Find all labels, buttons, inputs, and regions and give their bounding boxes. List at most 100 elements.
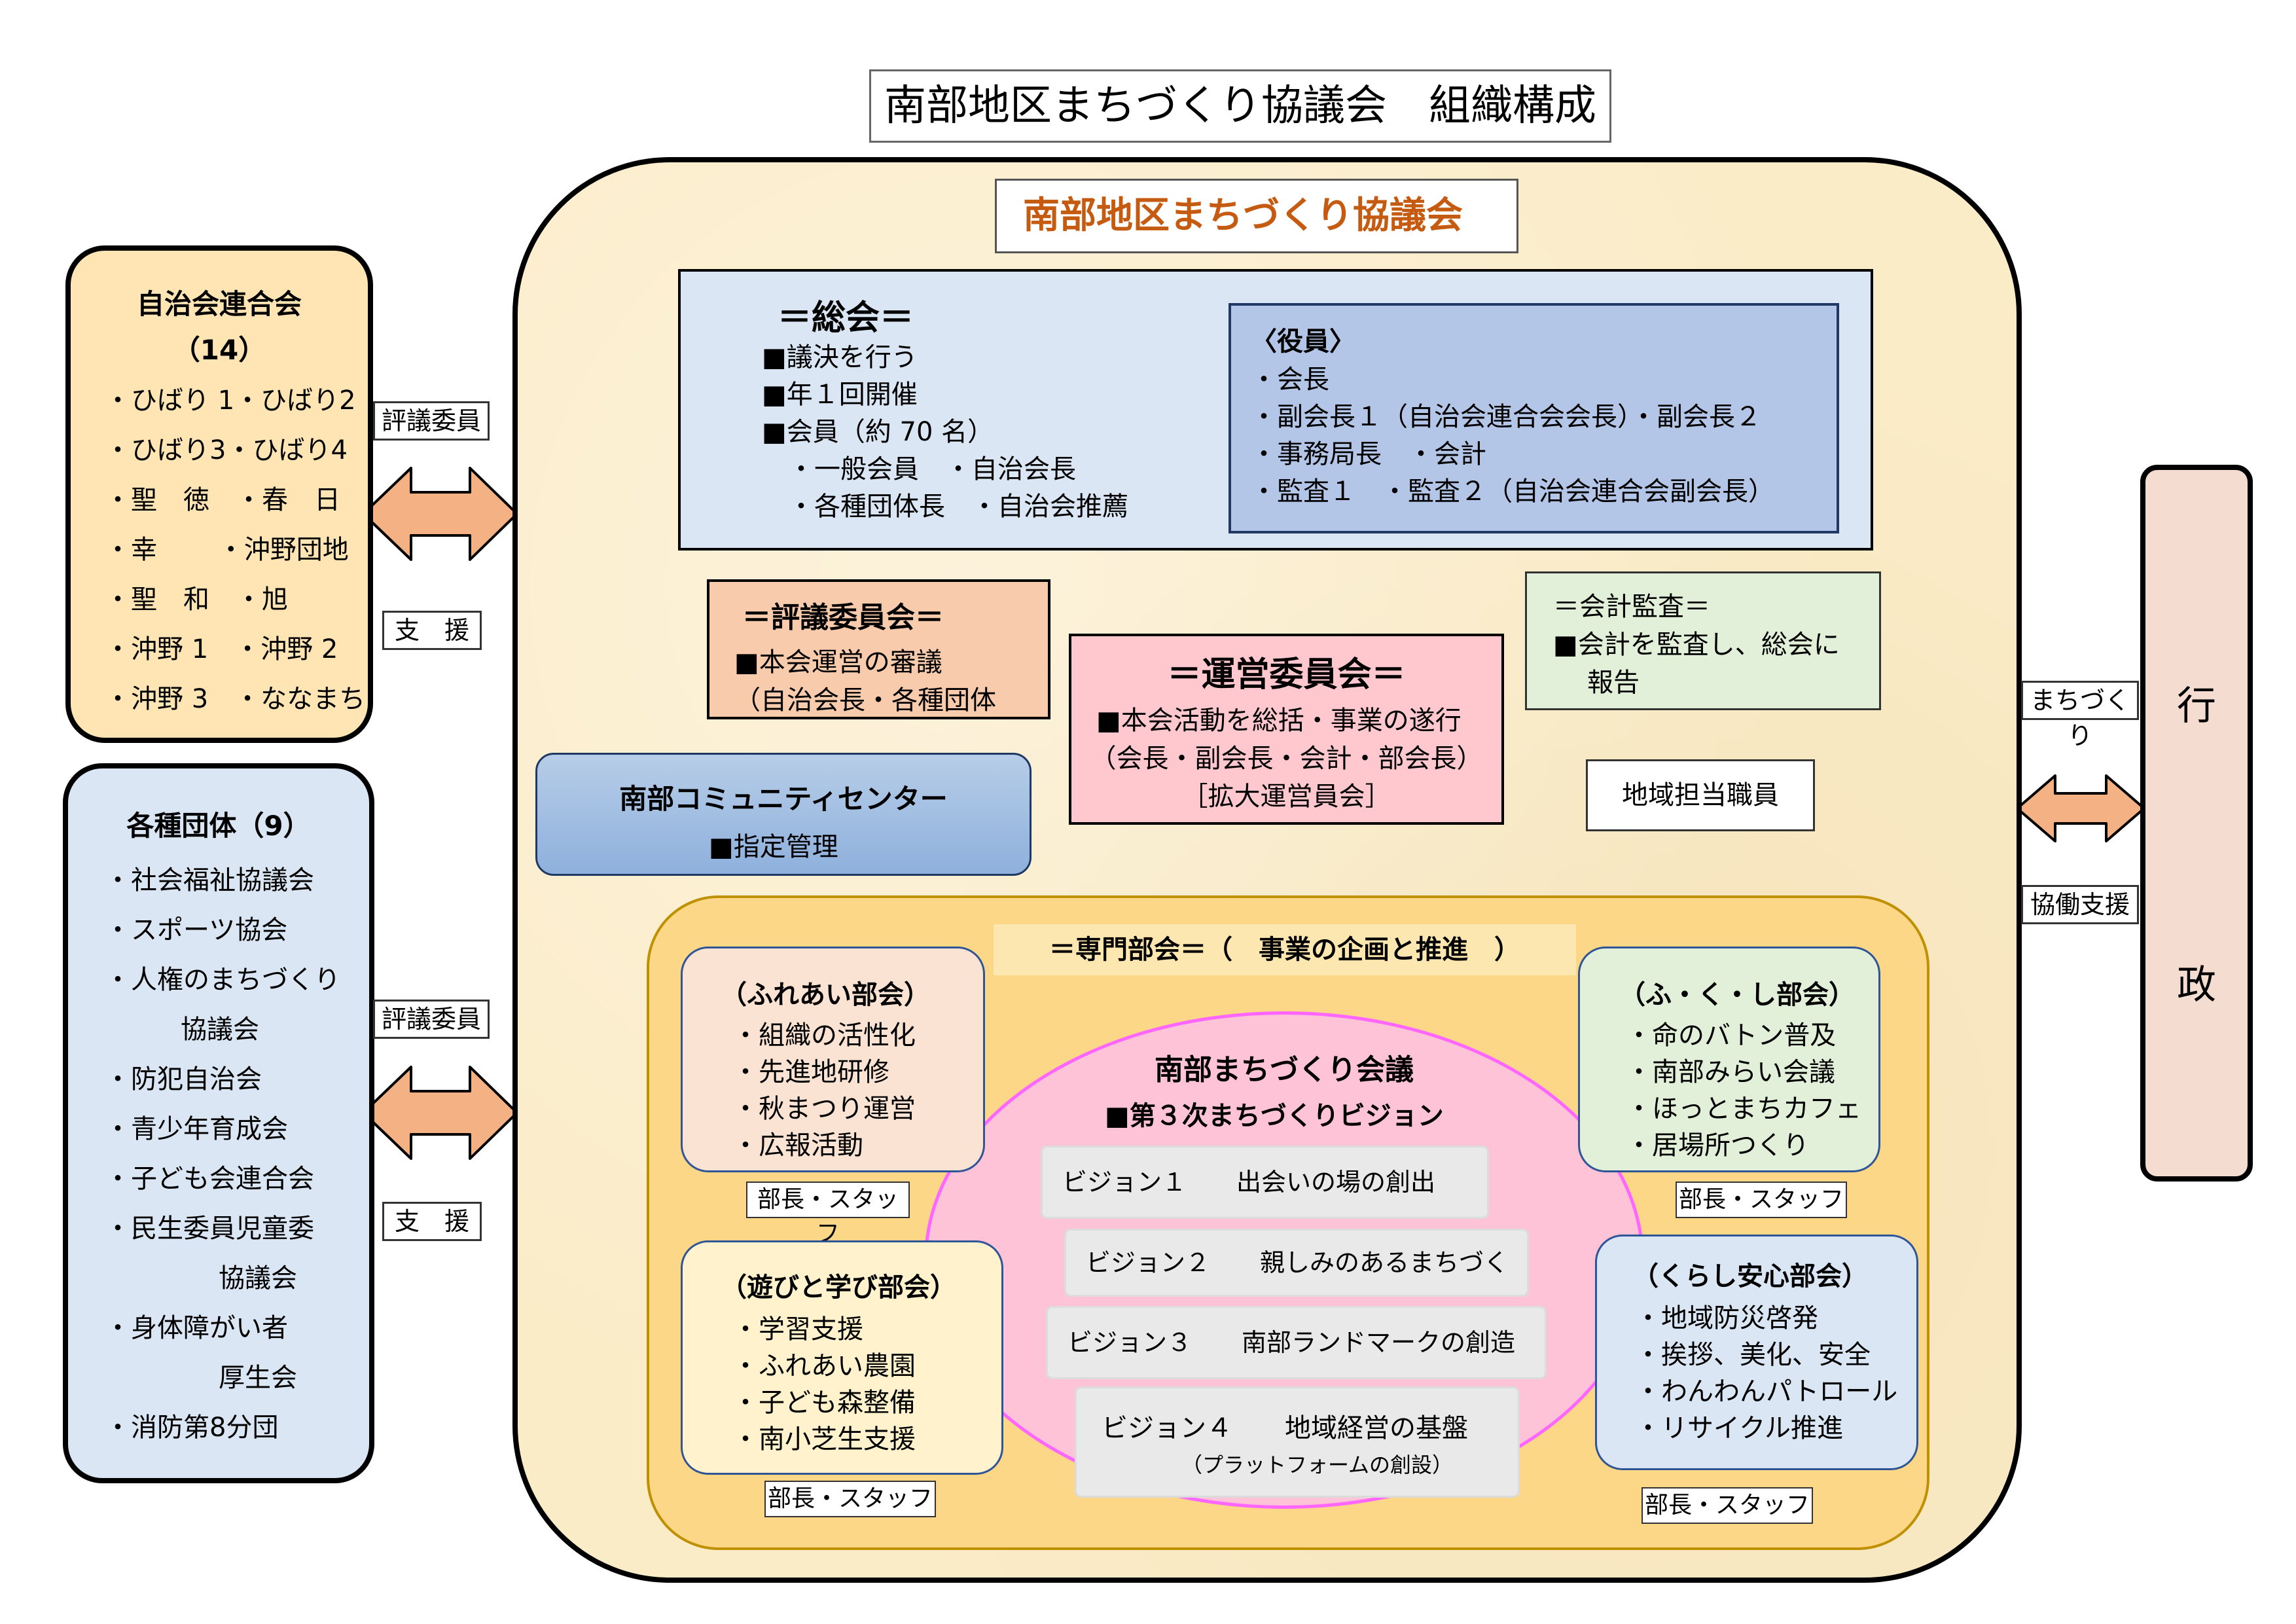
vision-item-4: ビジョン４ 地域経営の基盤 （プラットフォームの創設） bbox=[1075, 1386, 1520, 1498]
bukai-title: （ふ・く・し部会） bbox=[1619, 980, 1855, 1010]
yakuin-title: 〈役員〉 bbox=[1251, 327, 1355, 357]
kaigi-sub: ■第３次まちづくりビジョン bbox=[1105, 1101, 1444, 1131]
staff-label: 部長・スタッフ bbox=[764, 1481, 936, 1517]
shien-label: 支 援 bbox=[382, 1202, 482, 1241]
council-name: 南部地区まちづくり協議会 bbox=[995, 179, 1518, 253]
bukai-item: ・リサイクル推進 bbox=[1635, 1413, 1843, 1443]
bukai-item: ・南小芝生支援 bbox=[732, 1424, 916, 1454]
bukai-item: ・学習支援 bbox=[732, 1314, 863, 1344]
bukai-title: （ふれあい部会） bbox=[721, 980, 930, 1010]
staff-label: 部長・スタッフ bbox=[1676, 1182, 1847, 1218]
chiiki-staff-box: 地域担当職員 bbox=[1586, 759, 1815, 831]
vision-item: ビジョン１ 出会いの場の創出 bbox=[1041, 1146, 1489, 1219]
dantai-item: ・スポーツ協会 bbox=[105, 915, 288, 945]
jichikai-box: 自治会連合会 （14） ・ひばり 1・ひばり2 ・ひばり3・ひばり4 ・聖 徳 … bbox=[65, 245, 373, 743]
yakuin-item: ・副会長１（自治会連合会会長）・副会長２ bbox=[1251, 402, 1761, 432]
unei-title: ＝運営委員会＝ bbox=[1167, 655, 1406, 695]
hyogi-iin-label: 評議委員 bbox=[373, 1000, 490, 1039]
soukai-title: ＝総会＝ bbox=[778, 298, 914, 338]
vision-sub: （プラットフォームの創設） bbox=[1181, 1453, 1454, 1477]
jichikai-item: ・沖野 1 ・沖野 2 bbox=[105, 634, 338, 664]
soukai-item: ・一般会員 ・自治会長 bbox=[788, 454, 1076, 484]
double-arrow-dantai bbox=[362, 1066, 518, 1160]
gyosei-top: 行 bbox=[2177, 683, 2216, 729]
jichikai-item: ・ひばり 1・ひばり2 bbox=[105, 386, 356, 416]
double-arrow-jichikai bbox=[362, 467, 518, 561]
bukai-title: （くらし安心部会） bbox=[1632, 1261, 1868, 1291]
unei-item: ■本会活動を総括・事業の遂行 bbox=[1096, 706, 1462, 736]
bukai-kurashi: （くらし安心部会） ・地域防災啓発 ・挨拶、美化、安全 ・わんわんパトロール ・… bbox=[1595, 1235, 1918, 1470]
dantai-item: ・民生委員児童委 bbox=[105, 1214, 314, 1244]
dantai-title: 各種団体（9） bbox=[126, 810, 311, 842]
jichikai-item: ・ひばり3・ひばり4 bbox=[105, 435, 348, 465]
bukai-item: ・子ども森整備 bbox=[732, 1388, 916, 1418]
vision-item: ビジョン２ 親しみのあるまちづくり bbox=[1064, 1229, 1529, 1341]
dantai-item: ・人権のまちづくり bbox=[105, 965, 340, 995]
dantai-item: ・青少年育成会 bbox=[105, 1114, 288, 1144]
bukai-item: ・秋まつり運営 bbox=[732, 1094, 916, 1124]
jichikai-item: ・聖 和 ・旭 bbox=[105, 585, 288, 615]
hyogi-box: ＝評議委員会＝ ■本会運営の審議 （自治会長・各種団体 bbox=[707, 579, 1050, 719]
soukai-item: ■会員（約 70 名） bbox=[762, 417, 994, 447]
vision-label: ビジョン４ 地域経営の基盤 bbox=[1102, 1413, 1468, 1443]
double-arrow-gyosei bbox=[2016, 774, 2145, 842]
dantai-item: 協議会 bbox=[219, 1263, 297, 1293]
jichikai-count: （14） bbox=[172, 334, 266, 366]
bukai-item: ・組織の活性化 bbox=[732, 1020, 916, 1051]
bukai-title: （遊びと学び部会） bbox=[721, 1272, 956, 1303]
jichikai-item: ・沖野 3 ・ななまち bbox=[105, 684, 366, 714]
dantai-item: 厚生会 bbox=[219, 1363, 297, 1393]
bukai-fukushi: （ふ・く・し部会） ・命のバトン普及 ・南部みらい会議 ・ほっとまちカフェ ・居… bbox=[1578, 947, 1880, 1172]
yakuin-item: ・監査１ ・監査２（自治会連合会副会長） bbox=[1251, 477, 1774, 507]
senmon-title: ＝専門部会＝（ 事業の企画と推進 ） bbox=[994, 924, 1576, 975]
staff-label: 部長・スタッフ bbox=[746, 1182, 910, 1247]
bukai-fureai: （ふれあい部会） ・組織の活性化 ・先進地研修 ・秋まつり運営 ・広報活動 bbox=[681, 947, 985, 1172]
dantai-item: ・防犯自治会 bbox=[105, 1064, 262, 1094]
kansa-item: ■会計を監査し、総会に bbox=[1553, 630, 1840, 660]
bukai-item: ・先進地研修 bbox=[732, 1057, 889, 1087]
center-title: 南部コミュニティセンター bbox=[619, 783, 948, 815]
yakuin-box: 〈役員〉 ・会長 ・副会長１（自治会連合会会長）・副会長２ ・事務局長 ・会計 … bbox=[1229, 303, 1839, 533]
bukai-item: ・命のバトン普及 bbox=[1626, 1020, 1837, 1051]
dantai-item: ・消防第8分団 bbox=[105, 1413, 279, 1443]
unei-item: （会長・副会長・会計・部会長） bbox=[1090, 744, 1483, 774]
hyogi-iin-label: 評議委員 bbox=[373, 401, 490, 441]
bukai-item: ・ふれあい農園 bbox=[732, 1351, 916, 1381]
dantai-item: ・社会福祉協議会 bbox=[105, 865, 314, 895]
page-title: 南部地区まちづくり協議会 組織構成 bbox=[869, 69, 1611, 143]
kansa-box: ＝会計監査＝ ■会計を監査し、総会に 報告 bbox=[1525, 571, 1881, 710]
hyogi-item: （自治会長・各種団体 bbox=[734, 685, 996, 715]
hyogi-title: ＝評議委員会＝ bbox=[742, 601, 944, 634]
yakuin-item: ・事務局長 ・会計 bbox=[1251, 439, 1486, 469]
bukai-item: ・わんわんパトロール bbox=[1635, 1377, 1898, 1407]
kansa-title: ＝会計監査＝ bbox=[1553, 592, 1710, 622]
dantai-box: 各種団体（9） ・社会福祉協議会 ・スポーツ協会 ・人権のまちづくり 協議会 ・… bbox=[63, 763, 374, 1483]
unei-item: ［拡大運営員会］ bbox=[1181, 782, 1391, 812]
gyosei-box: 行 政 bbox=[2140, 465, 2253, 1182]
hyogi-item: ■本会運営の審議 bbox=[734, 647, 942, 677]
dantai-item: 協議会 bbox=[181, 1015, 259, 1045]
bukai-item: ・広報活動 bbox=[732, 1130, 863, 1161]
gyosei-bottom: 政 bbox=[2177, 962, 2216, 1008]
kyodo-shien-label: 協働支援 bbox=[2021, 885, 2139, 924]
soukai-item: ■年１回開催 bbox=[762, 380, 918, 410]
bukai-item: ・ほっとまちカフェ bbox=[1626, 1094, 1861, 1124]
bukai-item: ・地域防災啓発 bbox=[1635, 1303, 1818, 1333]
jichikai-item: ・聖 徳 ・春 日 bbox=[105, 485, 340, 515]
jichikai-title: 自治会連合会 bbox=[136, 288, 302, 320]
kansa-item: 報告 bbox=[1587, 668, 1640, 698]
soukai-item: ・各種団体長 ・自治会推薦 bbox=[788, 492, 1128, 522]
bukai-asobi: （遊びと学び部会） ・学習支援 ・ふれあい農園 ・子ども森整備 ・南小芝生支援 bbox=[681, 1240, 1003, 1475]
community-center-box: 南部コミュニティセンター ■指定管理 bbox=[535, 753, 1031, 876]
staff-label: 部長・スタッフ bbox=[1641, 1487, 1813, 1524]
vision-item: ビジョン３ 南部ランドマークの創造 bbox=[1046, 1306, 1547, 1379]
soukai-item: ■議決を行う bbox=[762, 342, 918, 372]
bukai-item: ・挨拶、美化、安全 bbox=[1635, 1340, 1871, 1370]
jichikai-item: ・幸 ・沖野団地 bbox=[105, 535, 349, 565]
unei-box: ＝運営委員会＝ ■本会活動を総括・事業の遂行 （会長・副会長・会計・部会長） ［… bbox=[1069, 634, 1504, 825]
yakuin-item: ・会長 bbox=[1251, 365, 1329, 395]
machizukuri-label: まちづくり bbox=[2021, 681, 2139, 750]
shien-label: 支 援 bbox=[382, 611, 482, 650]
kaigi-title: 南部まちづくり会議 bbox=[1155, 1053, 1414, 1087]
bukai-item: ・居場所つくり bbox=[1626, 1130, 1809, 1161]
